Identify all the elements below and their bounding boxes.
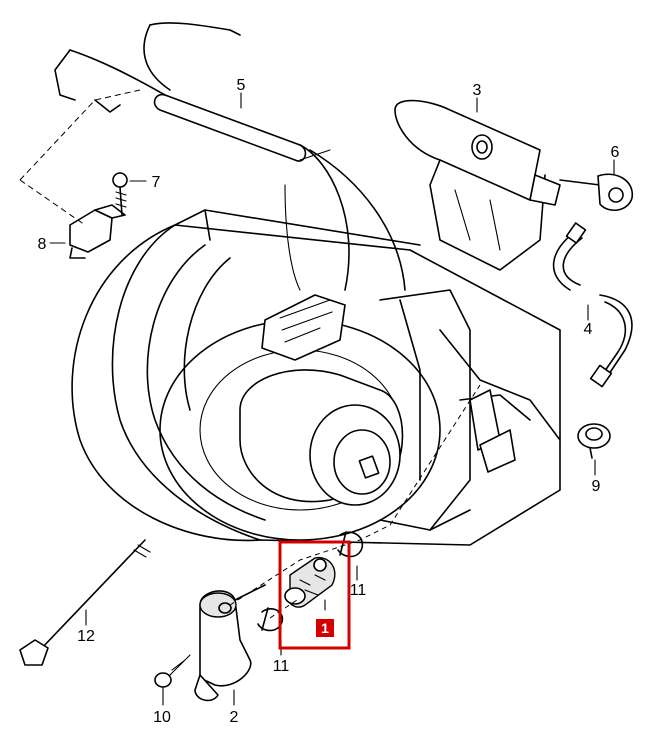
label-12: 12 xyxy=(77,628,95,645)
part-9-grommet xyxy=(577,423,611,459)
part-5-tube xyxy=(54,22,406,291)
highlight-badge xyxy=(316,619,334,637)
part-10-screw xyxy=(154,654,191,688)
label-3: 3 xyxy=(473,82,482,99)
part-11-clip-lower xyxy=(257,607,284,632)
label-8: 8 xyxy=(38,236,47,253)
label-11-lower: 11 xyxy=(273,658,290,675)
part-2-elbow xyxy=(194,584,266,702)
label-5: 5 xyxy=(237,77,246,94)
label-7: 7 xyxy=(152,174,161,191)
part-6-connector xyxy=(559,173,633,211)
blower-housing xyxy=(71,209,561,546)
label-2: 2 xyxy=(230,709,239,726)
label-9: 9 xyxy=(592,478,601,495)
part-1-actuator[interactable] xyxy=(284,556,336,608)
label-10: 10 xyxy=(153,709,171,726)
part-1-highlight: 1 xyxy=(278,540,351,650)
part-3-cylinder xyxy=(394,99,561,271)
part-12-rod xyxy=(19,539,151,666)
part-8-bracket xyxy=(19,89,141,259)
highlight-box xyxy=(278,540,351,650)
label-1: 1 xyxy=(321,620,329,636)
leader-lines xyxy=(49,92,615,706)
label-4: 4 xyxy=(584,321,593,338)
label-11-upper: 11 xyxy=(350,582,367,599)
part-7-screw xyxy=(112,172,128,216)
label-6: 6 xyxy=(611,144,620,161)
part-4-hose xyxy=(552,222,633,388)
